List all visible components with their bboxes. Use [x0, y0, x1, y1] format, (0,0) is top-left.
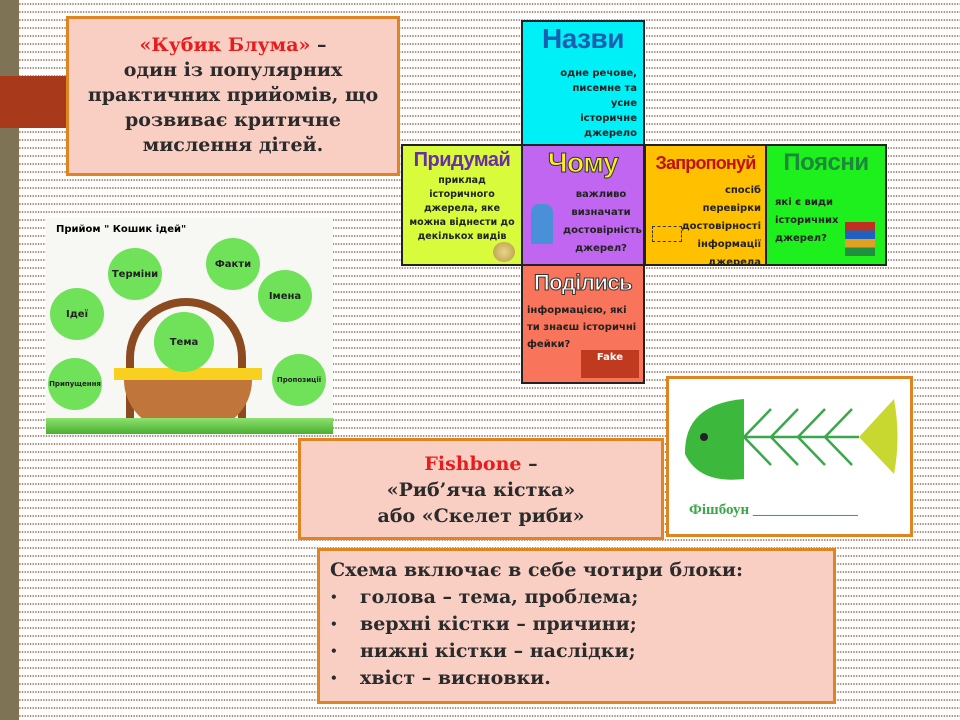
- bloom-line: розвиває критичне: [125, 109, 341, 131]
- list-item: нижні кістки – наслідки;: [330, 638, 823, 665]
- fish-skeleton-icon: Фішбоун ______________: [684, 399, 898, 518]
- face-text: приклад історичного джерела, яке можна в…: [409, 175, 515, 242]
- fishbone-line: «Риб’яча кістка»: [386, 479, 576, 501]
- bloom-cube-textbox: «Кубик Блума» – один із популярних практ…: [66, 16, 400, 176]
- basket-icon: [126, 298, 246, 428]
- fishbone-title: Fishbone: [424, 453, 522, 475]
- fishbone-image-label: Фішбоун ______________: [689, 502, 858, 518]
- apple: Факти: [206, 238, 260, 290]
- bloom-line: мислення дітей.: [142, 134, 324, 156]
- boy-magnifier-icon: [531, 204, 553, 244]
- apple: Імена: [258, 270, 312, 322]
- apple: Ідеї: [50, 288, 104, 340]
- fishbone-line: або «Скелет риби»: [377, 505, 585, 527]
- face-text: спосіб перевірки достовірності інформаці…: [681, 185, 761, 266]
- red-accent-bar: [0, 76, 67, 128]
- face-title: Поясни: [783, 149, 869, 176]
- bloom-title: «Кубик Блума»: [139, 34, 311, 56]
- cube-face-prydumai: Придумай приклад історичного джерела, як…: [401, 144, 523, 266]
- bloom-line: один із популярних: [123, 59, 343, 81]
- face-title: Чому: [547, 147, 619, 179]
- apple: Пропозиції: [272, 354, 326, 406]
- bloom-line: практичних прийомів, що: [87, 84, 379, 106]
- face-title: Поділись: [533, 270, 633, 296]
- idea-basket-image: Прийом " Кошик ідей" Тема Терміни Факти …: [46, 218, 333, 434]
- face-title: Запропонуй: [655, 153, 757, 173]
- basket-title: Прийом " Кошик ідей": [56, 224, 187, 235]
- cube-face-zaproponui: Запропонуй спосіб перевірки достовірност…: [644, 144, 767, 266]
- list-item: хвіст – висновки.: [330, 665, 823, 692]
- dash: –: [310, 34, 327, 56]
- apple: Терміни: [108, 248, 162, 300]
- face-text: інформацією, які ти знаєш історичні фейк…: [527, 305, 637, 350]
- apple: Припущення: [48, 358, 102, 410]
- fishbone-textbox: Fishbone – «Риб’яча кістка» або «Скелет …: [298, 438, 664, 540]
- cube-face-podilys: Поділись інформацією, які ти знаєш істор…: [521, 264, 645, 384]
- apple-center: Тема: [154, 312, 214, 372]
- scheme-blocks-textbox: Схема включає в себе чотири блоки: голов…: [317, 548, 836, 704]
- blocks-heading: Схема включає в себе чотири блоки:: [330, 559, 744, 581]
- cube-face-chomu: Чому важливо визначати достовірність дже…: [521, 144, 645, 266]
- face-text: одне речове, писемне та усне історичне д…: [560, 68, 637, 139]
- coins-icon: [493, 242, 515, 262]
- cube-face-poiasny: Поясни які є види історичних джерел?: [765, 144, 887, 266]
- face-title: Придумай: [413, 149, 511, 171]
- face-text: які є види історичних джерел?: [775, 197, 839, 244]
- list-item: верхні кістки – причини;: [330, 611, 823, 638]
- dash: –: [521, 453, 538, 475]
- books-graduate-icon: [845, 222, 875, 256]
- cube-face-nazvy: Назви одне речове, писемне та усне істор…: [521, 20, 645, 146]
- list-item: голова – тема, проблема;: [330, 584, 823, 611]
- fake-key-icon: Fake: [581, 350, 639, 378]
- face-text: важливо визначати достовірність джерел?: [563, 189, 642, 254]
- face-title: Назви: [542, 23, 624, 54]
- checklist-pencil-icon: [652, 226, 682, 242]
- left-accent-bar: [0, 0, 19, 720]
- fishbone-image: Фішбоун ______________: [666, 376, 913, 537]
